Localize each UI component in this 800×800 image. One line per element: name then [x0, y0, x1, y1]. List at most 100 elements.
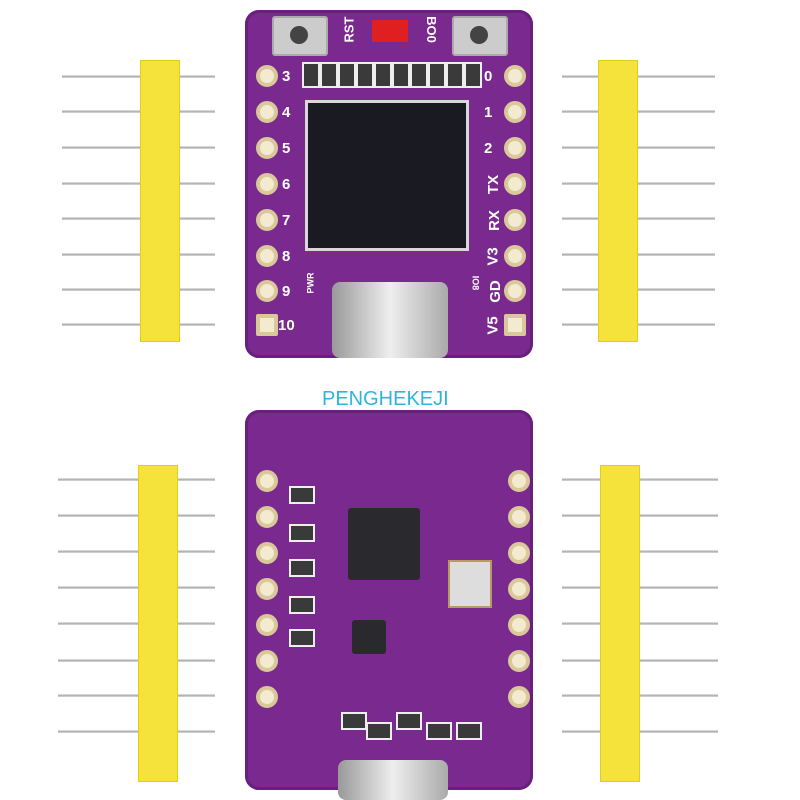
oled-display — [305, 100, 469, 251]
crystal — [448, 560, 492, 608]
left-pin-label: 4 — [282, 104, 291, 121]
smd-component — [356, 62, 374, 88]
header-pin — [62, 110, 215, 113]
pin-hole — [504, 101, 526, 123]
usb-c-port-top — [332, 282, 448, 358]
pin-hole — [508, 542, 530, 564]
pin-header — [598, 60, 638, 342]
header-pin — [562, 323, 715, 326]
boot-switch — [372, 20, 408, 42]
pin-hole — [508, 686, 530, 708]
pin-hole — [508, 578, 530, 600]
smd-component — [428, 62, 446, 88]
pin-hole — [504, 137, 526, 159]
header-pin — [62, 253, 215, 256]
usb-c-port-bottom — [338, 760, 448, 800]
left-pin-label: 7 — [282, 212, 291, 229]
header-pin — [62, 146, 215, 149]
pin-hole — [508, 506, 530, 528]
pin-hole — [256, 137, 278, 159]
pin-hole — [256, 614, 278, 636]
header-pin — [58, 659, 215, 662]
header-pin — [58, 550, 215, 553]
header-pin — [562, 288, 715, 291]
header-pin — [562, 730, 718, 733]
smd-component — [410, 62, 428, 88]
header-pin — [562, 550, 718, 553]
pin-hole — [256, 101, 278, 123]
smd-component — [289, 524, 315, 542]
smd-component — [426, 722, 452, 740]
io8-label: IO8 — [470, 275, 481, 291]
pin-hole — [256, 173, 278, 195]
smd-component — [464, 62, 482, 88]
header-pin — [562, 622, 718, 625]
left-pin-label: 10 — [278, 317, 295, 334]
smd-component — [366, 722, 392, 740]
header-pin — [62, 323, 215, 326]
right-pin-label: 2 — [484, 140, 493, 157]
header-pin — [562, 146, 715, 149]
header-pin — [562, 217, 715, 220]
watermark: PENGHEKEJI — [322, 388, 449, 410]
smd-component — [302, 62, 320, 88]
pin-hole — [504, 65, 526, 87]
pin-hole — [256, 650, 278, 672]
smd-component — [289, 486, 315, 504]
right-pin-label: 1 — [484, 104, 493, 121]
pin-hole — [256, 314, 278, 336]
left-pin-label: 8 — [282, 248, 291, 265]
header-pin — [62, 182, 215, 185]
header-pin — [58, 730, 215, 733]
header-pin — [562, 110, 715, 113]
pin-hole — [256, 65, 278, 87]
left-pin-label: 3 — [282, 68, 291, 85]
smd-component — [338, 62, 356, 88]
boot-label: BO0 — [423, 16, 439, 43]
smd-component — [396, 712, 422, 730]
pin-hole — [508, 650, 530, 672]
pin-hole — [256, 686, 278, 708]
pin-hole — [256, 470, 278, 492]
pin-header — [600, 465, 640, 782]
left-pin-label: 6 — [282, 176, 291, 193]
smd-component — [289, 596, 315, 614]
right-pin-label: V3 — [484, 247, 502, 266]
smd-component — [446, 62, 464, 88]
pin-hole — [508, 614, 530, 636]
header-pin — [58, 622, 215, 625]
header-pin — [62, 217, 215, 220]
pin-hole — [256, 506, 278, 528]
header-pin — [562, 586, 718, 589]
right-pin-label: V5 — [484, 316, 502, 335]
left-pin-label: 9 — [282, 283, 291, 300]
right-pin-label: GD — [486, 280, 504, 303]
right-pin-label: 0 — [484, 68, 493, 85]
pin-header — [138, 465, 178, 782]
header-pin — [562, 659, 718, 662]
pin-hole — [256, 245, 278, 267]
right-pin-label: RX — [485, 210, 503, 231]
pin-hole — [504, 209, 526, 231]
header-pin — [562, 75, 715, 78]
smd-component — [374, 62, 392, 88]
pin-hole — [504, 280, 526, 302]
right-pin-label: TX — [485, 174, 503, 195]
reset-button — [272, 16, 328, 56]
pin-hole — [256, 578, 278, 600]
regulator — [352, 620, 386, 654]
header-pin — [562, 694, 718, 697]
smd-component — [320, 62, 338, 88]
rst-label: RST — [341, 16, 357, 43]
header-pin — [62, 75, 215, 78]
header-pin — [58, 694, 215, 697]
header-pin — [62, 288, 215, 291]
pin-hole — [508, 470, 530, 492]
header-pin — [58, 586, 215, 589]
pin-header — [140, 60, 180, 342]
header-pin — [562, 478, 718, 481]
smd-component — [341, 712, 367, 730]
smd-component — [392, 62, 410, 88]
pin-hole — [256, 209, 278, 231]
header-pin — [562, 182, 715, 185]
